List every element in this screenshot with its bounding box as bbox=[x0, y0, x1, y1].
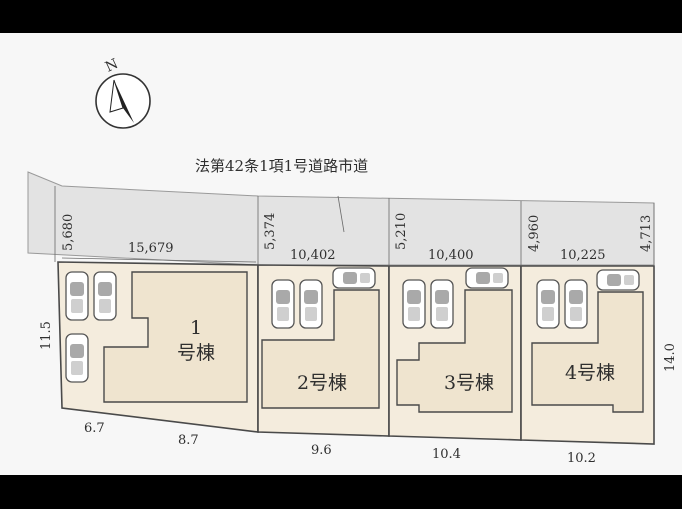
car-window bbox=[541, 290, 555, 304]
car-roof bbox=[408, 307, 420, 321]
car-roof bbox=[71, 299, 83, 313]
compass: N bbox=[95, 56, 151, 129]
car-lot-4-1 bbox=[536, 279, 560, 329]
car-lot-3-1 bbox=[402, 279, 426, 329]
car-lot-3-3 bbox=[465, 267, 509, 289]
car-roof bbox=[542, 307, 554, 321]
car-lot-1-3 bbox=[65, 333, 89, 383]
parking-cars bbox=[65, 267, 640, 383]
lot-1-number: 1 bbox=[190, 317, 202, 339]
car-lot-1-1 bbox=[65, 271, 89, 321]
road-width-4: 4,960 bbox=[527, 215, 542, 252]
car-roof bbox=[570, 307, 582, 321]
rear-width-5: 10.2 bbox=[567, 451, 596, 466]
right-depth: 14.0 bbox=[663, 343, 678, 372]
car-window bbox=[407, 290, 421, 304]
road-width-2: 5,374 bbox=[263, 213, 278, 250]
rear-width-4: 10.4 bbox=[432, 447, 461, 462]
building-2 bbox=[261, 289, 380, 409]
road-width-5: 4,713 bbox=[639, 215, 654, 252]
top-frame-band bbox=[0, 0, 682, 33]
car-roof bbox=[436, 307, 448, 321]
car-window bbox=[343, 272, 357, 284]
car-lot-2-2 bbox=[299, 279, 323, 329]
car-lot-1-2 bbox=[93, 271, 117, 321]
dimension-lines bbox=[54, 186, 655, 266]
car-window bbox=[70, 344, 84, 358]
car-window bbox=[304, 290, 318, 304]
lot-4-label: 4号棟 bbox=[565, 362, 615, 384]
car-roof bbox=[99, 299, 111, 313]
car-window bbox=[276, 290, 290, 304]
lot-1-label: 号棟 bbox=[177, 342, 215, 364]
frontage-width-lot-2: 10,402 bbox=[290, 248, 336, 263]
lot-3-label: 3号棟 bbox=[444, 372, 494, 394]
building-3 bbox=[396, 289, 513, 413]
compass-needle bbox=[114, 80, 134, 123]
rear-width-3: 9.6 bbox=[311, 443, 332, 458]
road-width-1: 5,680 bbox=[61, 214, 76, 251]
car-roof bbox=[277, 307, 289, 321]
road-label: 法第42条1項1号道路市道 bbox=[195, 157, 368, 175]
car-roof bbox=[305, 307, 317, 321]
lot-2-label: 2号棟 bbox=[297, 372, 347, 394]
car-window bbox=[98, 282, 112, 296]
car-roof bbox=[493, 273, 503, 283]
car-roof bbox=[71, 361, 83, 375]
car-lot-2-3 bbox=[332, 267, 376, 289]
compass-needle-outline bbox=[109, 79, 124, 113]
car-lot-3-2 bbox=[430, 279, 454, 329]
car-window bbox=[70, 282, 84, 296]
car-lot-4-2 bbox=[564, 279, 588, 329]
frontage-width-lot-4: 10,225 bbox=[560, 248, 606, 263]
bottom-frame-band bbox=[0, 475, 682, 505]
car-window bbox=[476, 272, 490, 284]
rear-width-1: 6.7 bbox=[84, 421, 105, 436]
frontage-width-lot-1: 15,679 bbox=[128, 241, 174, 256]
rear-width-2: 8.7 bbox=[178, 433, 199, 448]
car-roof bbox=[360, 273, 370, 283]
building-1 bbox=[103, 271, 248, 403]
car-roof bbox=[624, 275, 634, 285]
car-window bbox=[435, 290, 449, 304]
car-window bbox=[607, 274, 621, 286]
road-width-3: 5,210 bbox=[394, 213, 409, 250]
car-window bbox=[569, 290, 583, 304]
frontage-width-lot-3: 10,400 bbox=[428, 248, 474, 263]
left-depth: 11.5 bbox=[39, 321, 54, 350]
car-lot-4-3 bbox=[596, 269, 640, 291]
car-lot-2-1 bbox=[271, 279, 295, 329]
building-4 bbox=[531, 291, 644, 413]
